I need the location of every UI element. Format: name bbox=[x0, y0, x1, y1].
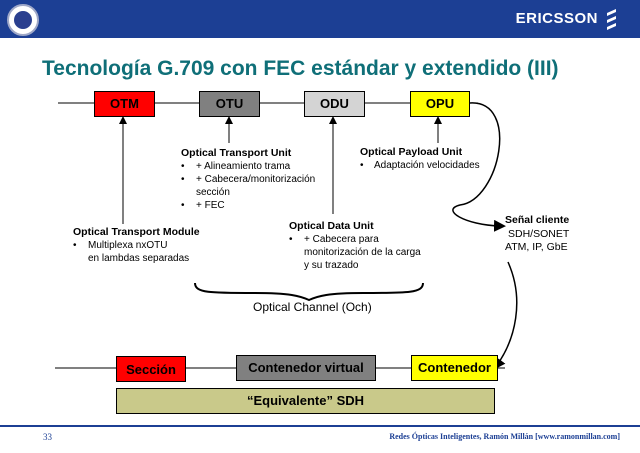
equivalente-sdh-label: “Equivalente” SDH bbox=[246, 393, 365, 408]
odu-desc-item: + Cabecera para bbox=[304, 234, 379, 245]
seccion-label: Sección bbox=[126, 362, 176, 377]
otu-desc-item: sección bbox=[196, 187, 230, 198]
odu-desc-item: y su trazado bbox=[304, 260, 359, 271]
otm-desc-item: Multiplexa nxOTU bbox=[88, 240, 168, 251]
footer-credit: Redes Ópticas Inteligentes, Ramón Millán… bbox=[389, 432, 620, 441]
otu-desc-bullet: • bbox=[181, 161, 185, 172]
opu-label: OPU bbox=[425, 96, 455, 111]
opu-desc-title: Optical Payload Unit bbox=[360, 146, 463, 158]
otu-desc-bullet: • bbox=[181, 174, 185, 185]
otu-desc-title: Optical Transport Unit bbox=[181, 147, 292, 159]
page-title: Tecnología G.709 con FEC estándar y exte… bbox=[42, 57, 559, 80]
equivalente-sdh-box: “Equivalente” SDH bbox=[116, 388, 495, 414]
otm-desc-title: Optical Transport Module bbox=[73, 226, 200, 238]
header-bar bbox=[0, 0, 640, 38]
footer-divider bbox=[0, 425, 640, 427]
otm-label: OTM bbox=[110, 96, 139, 111]
opu-desc-bullet: • bbox=[360, 160, 364, 171]
otu-box: OTU bbox=[199, 91, 260, 117]
otu-label: OTU bbox=[215, 96, 244, 111]
otu-desc-item: + FEC bbox=[196, 200, 225, 211]
page-number: 33 bbox=[43, 432, 52, 442]
odu-desc-item: monitorización de la carga bbox=[304, 247, 421, 258]
opu-desc-item: Adaptación velocidades bbox=[374, 160, 480, 171]
ericsson-logo-icon bbox=[607, 9, 616, 30]
otm-box: OTM bbox=[94, 91, 155, 117]
otm-desc-item: en lambdas separadas bbox=[88, 253, 190, 264]
client-signal-line: SDH/SONET bbox=[508, 228, 570, 240]
contenedor-virtual-label: Contenedor virtual bbox=[248, 360, 364, 375]
otu-desc-item: + Alineamiento trama bbox=[196, 161, 291, 172]
contenedor-label: Contenedor bbox=[418, 360, 491, 375]
otm-desc-bullet: • bbox=[73, 240, 77, 251]
brand-name: ERICSSON bbox=[515, 10, 598, 27]
contenedor-virtual-box: Contenedor virtual bbox=[236, 355, 376, 381]
seccion-box: Sección bbox=[116, 356, 186, 382]
otu-desc-item: + Cabecera/monitorización bbox=[196, 174, 316, 185]
client-signal-line: ATM, IP, GbE bbox=[505, 241, 568, 253]
client-signal-title: Señal cliente bbox=[505, 214, 570, 226]
odu-label: ODU bbox=[320, 96, 349, 111]
odu-desc-bullet: • bbox=[289, 234, 293, 245]
otu-desc-bullet: • bbox=[181, 200, 185, 211]
odu-box: ODU bbox=[304, 91, 365, 117]
opu-box: OPU bbox=[410, 91, 470, 117]
university-logo-emblem bbox=[14, 11, 32, 29]
contenedor-box: Contenedor bbox=[411, 355, 498, 381]
odu-desc-title: Optical Data Unit bbox=[289, 220, 374, 232]
optical-channel-label: Optical Channel (Och) bbox=[253, 300, 372, 314]
